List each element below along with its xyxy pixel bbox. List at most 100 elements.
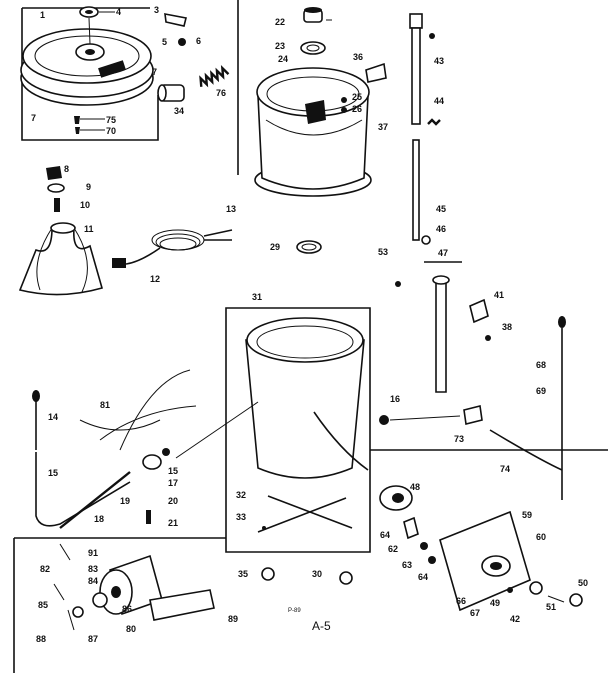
label-11: 11	[84, 224, 94, 234]
label-46: 46	[436, 224, 446, 234]
part-18-nut	[379, 415, 389, 425]
bracket-64	[403, 516, 419, 540]
label-62: 62	[388, 544, 398, 554]
ring-29-hole	[301, 243, 317, 251]
screw-63	[428, 556, 436, 564]
agitator-top	[50, 222, 76, 234]
label-7-lid: 7	[31, 113, 36, 123]
label-66: 66	[456, 596, 466, 606]
pulley-48-hub	[392, 493, 404, 503]
lid-screw-75	[74, 116, 80, 124]
label-34: 34	[174, 106, 184, 116]
rod-assembly-group	[409, 13, 462, 263]
lid-washer-hole	[85, 10, 93, 14]
gearcase-group	[370, 449, 608, 612]
bracket-41	[469, 298, 489, 324]
label-13: 13	[226, 204, 236, 214]
lid-assembly-group	[20, 6, 230, 141]
shaft-47-top	[432, 275, 450, 285]
label-15-valve: 15	[168, 466, 178, 476]
lid-spring	[199, 65, 230, 88]
ring-29	[296, 240, 322, 254]
screw-53	[395, 281, 401, 287]
outer-tub-group	[225, 307, 371, 585]
label-85: 85	[38, 600, 48, 610]
inner-tub-group	[237, 0, 387, 197]
tube-leader	[389, 415, 461, 421]
label-83: 83	[88, 564, 98, 574]
label-80: 80	[126, 624, 136, 634]
label-8: 8	[64, 164, 69, 174]
lid-center-hole	[85, 49, 95, 55]
label-16-top: 16	[390, 394, 400, 404]
label-14: 14	[48, 412, 58, 422]
label-26: 26	[352, 104, 362, 114]
label-41: 41	[494, 290, 504, 300]
label-49: 49	[490, 598, 500, 608]
label-91: 91	[88, 548, 98, 558]
label-59: 59	[522, 510, 532, 520]
label-21: 21	[168, 518, 178, 528]
label-67: 67	[470, 608, 480, 618]
tub-screw-26	[341, 107, 347, 113]
cross-brace-a	[257, 497, 347, 533]
tube-74	[489, 429, 563, 471]
label-70: 70	[106, 126, 116, 136]
label-35: 35	[238, 569, 248, 579]
cord-coil-3	[159, 237, 197, 251]
label-15-hose: 15	[48, 468, 58, 478]
agitator-stud-10	[54, 198, 60, 212]
tub-cap-top	[304, 7, 322, 13]
label-10: 10	[80, 200, 90, 210]
link-51	[547, 595, 565, 603]
motor-pulley-86	[92, 592, 108, 608]
valve-17	[162, 448, 170, 456]
label-22: 22	[275, 17, 285, 27]
label-32: 32	[236, 490, 246, 500]
shaft-group	[395, 275, 491, 393]
label-73: 73	[454, 434, 464, 444]
label-12: 12	[150, 274, 160, 284]
label-60: 60	[536, 532, 546, 542]
lid-knob-end	[157, 84, 167, 102]
screw-38	[485, 335, 491, 341]
motor-box-border	[13, 537, 226, 673]
knob-50	[569, 593, 583, 607]
lid-top-ring	[34, 35, 140, 77]
label-44: 44	[434, 96, 444, 106]
label-36: 36	[353, 52, 363, 62]
label-84: 84	[88, 576, 98, 586]
agitator-fin-b	[73, 227, 88, 293]
outer-tub-hose	[313, 411, 369, 471]
label-75: 75	[106, 115, 116, 125]
label-31: 31	[252, 292, 262, 302]
rod-lower	[412, 139, 420, 241]
lid-screw-70	[75, 127, 80, 134]
page-code: A-5	[312, 619, 331, 633]
shaft-47	[435, 279, 447, 393]
label-38: 38	[502, 322, 512, 332]
small-code: P-89	[288, 608, 301, 614]
label-20: 20	[168, 496, 178, 506]
label-25: 25	[352, 92, 362, 102]
label-81: 81	[100, 400, 110, 410]
lid-latch-slot	[98, 60, 126, 78]
label-68: 68	[536, 360, 546, 370]
cord-plug	[112, 258, 126, 268]
label-69: 69	[536, 386, 546, 396]
label-76: 76	[216, 88, 226, 98]
label-37: 37	[378, 122, 388, 132]
label-88: 88	[36, 634, 46, 644]
hose-15	[35, 452, 131, 527]
tub-ring-hole	[306, 44, 320, 52]
tub-body	[257, 95, 369, 190]
rod-top-cap	[409, 13, 423, 29]
caster-35	[261, 567, 275, 581]
rod-washer-46	[421, 235, 431, 245]
label-24: 24	[278, 54, 288, 64]
label-42: 42	[510, 614, 520, 624]
agitator-washer-9	[47, 183, 65, 193]
label-19: 19	[120, 496, 130, 506]
tub-agitator-post	[305, 100, 326, 124]
label-29: 29	[270, 242, 280, 252]
